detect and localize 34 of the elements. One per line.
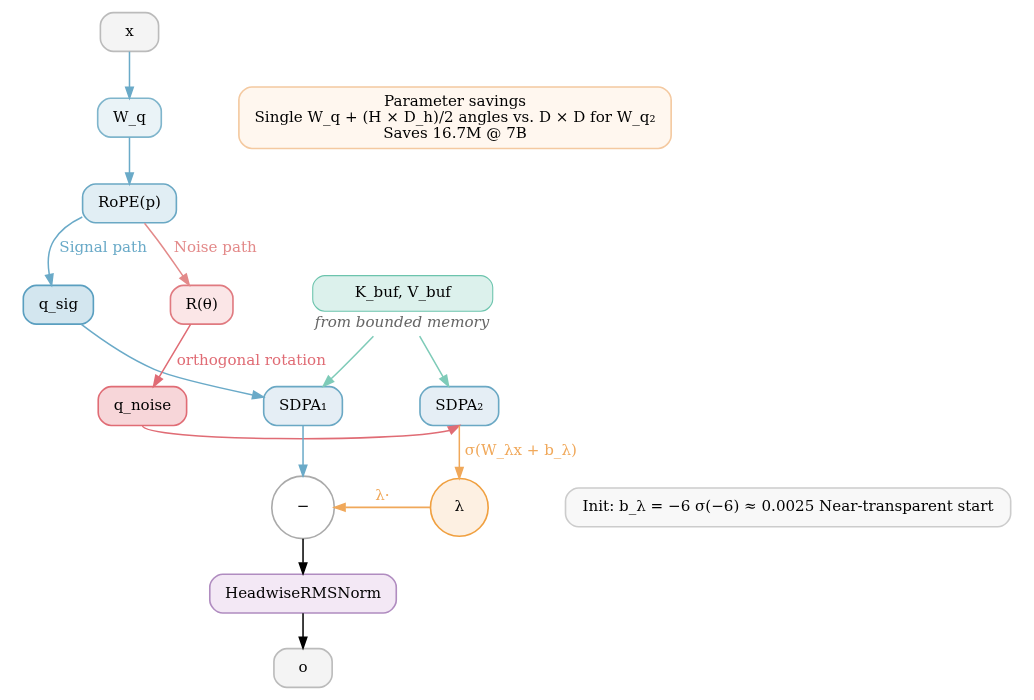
edge-label: orthogonal rotation	[176, 351, 326, 370]
arrow	[332, 502, 431, 513]
node-box: W_q	[96, 97, 163, 138]
arrow	[298, 425, 308, 479]
node-box: q_noise	[97, 385, 188, 427]
node-box: SDPA₁	[262, 385, 344, 427]
arrow	[80, 323, 266, 400]
node-box: q_sig	[22, 284, 95, 325]
arrow	[418, 335, 450, 389]
arrow	[454, 425, 465, 481]
arrow	[141, 424, 462, 440]
arrow	[44, 216, 84, 288]
node-label: from bounded memory	[314, 312, 490, 331]
edge-label: σ(W_λx + b_λ)	[464, 440, 577, 459]
node-box: o	[273, 647, 333, 689]
arrow	[321, 335, 375, 388]
arrow	[298, 612, 308, 651]
node-box: Init: b_λ = −6 σ(−6) ≈ 0.0025 Near-transparent start	[564, 487, 1012, 528]
arrow	[298, 538, 308, 576]
node-circle: λ	[429, 477, 489, 537]
node-box: RoPE(p)	[81, 183, 178, 224]
node-box: Parameter savings Single W_q + (H × D_h)/2 angles vs. D × D for W_q₂ Saves 16.7M @ 7B	[238, 86, 672, 150]
arrow	[152, 323, 192, 389]
arrow	[143, 222, 191, 287]
arrow	[124, 50, 135, 101]
node-box: R(θ)	[169, 284, 234, 325]
node-box: HeadwiseRMSNorm	[209, 573, 398, 614]
edge-label: λ·	[375, 486, 390, 505]
node-box: SDPA₂	[419, 385, 500, 427]
edge-label: Noise path	[173, 238, 257, 257]
node-box: x	[99, 11, 160, 53]
arrow	[124, 136, 135, 187]
edge-label: Signal path	[59, 238, 147, 257]
node-circle: −	[271, 475, 336, 540]
